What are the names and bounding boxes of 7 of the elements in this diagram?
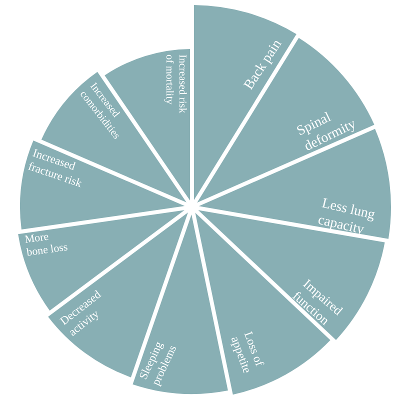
pie-segment <box>132 214 228 394</box>
pie-segment <box>20 140 185 230</box>
segment-label: More bone loss <box>24 229 69 260</box>
segment-label: Less lung capacity <box>316 194 377 240</box>
segment-label: Increased risk of mortality <box>162 54 188 113</box>
pie-segment <box>194 5 297 200</box>
segment-label: Loss of appetite <box>228 330 268 375</box>
